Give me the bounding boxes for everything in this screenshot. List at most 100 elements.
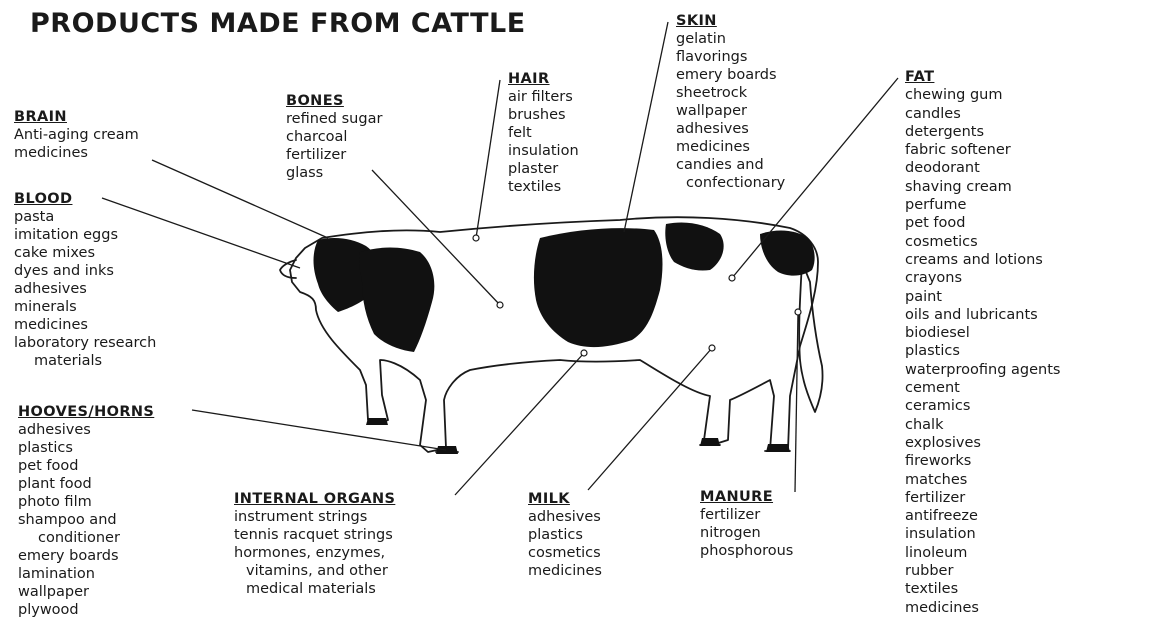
list-item: sheetrock: [676, 84, 785, 102]
list-item: flavorings: [676, 48, 785, 66]
list-item: hormones, enzymes,: [234, 544, 395, 562]
pointer-skin: [624, 22, 668, 232]
list-item: adhesives: [676, 120, 785, 138]
group-heading: BRAIN: [14, 108, 139, 126]
group-bones: BONES refined sugar charcoal fertilizer …: [286, 92, 382, 182]
list-item: cement: [905, 379, 1060, 397]
list-item: medicines: [528, 562, 602, 580]
group-internal-organs: INTERNAL ORGANS instrument strings tenni…: [234, 490, 395, 598]
group-blood: BLOOD pasta imitation eggs cake mixes dy…: [14, 190, 156, 370]
group-heading: MANURE: [700, 488, 793, 506]
group-skin: SKIN gelatin flavorings emery boards she…: [676, 12, 785, 192]
list-item: creams and lotions: [905, 251, 1060, 269]
list-item: waterproofing agents: [905, 361, 1060, 379]
list-item: textiles: [508, 178, 579, 196]
cow-spot-rump: [760, 231, 815, 276]
list-item: adhesives: [528, 508, 602, 526]
list-item: imitation eggs: [14, 226, 156, 244]
cow-spot-back: [665, 222, 723, 270]
list-item: pasta: [14, 208, 156, 226]
group-heading: BONES: [286, 92, 382, 110]
group-heading: SKIN: [676, 12, 785, 30]
list-item: pet food: [18, 457, 154, 475]
pointer-milk: [588, 348, 712, 490]
list-item: medicines: [14, 316, 156, 334]
list-item: detergents: [905, 123, 1060, 141]
list-item: dyes and inks: [14, 262, 156, 280]
pointer-hair: [476, 80, 500, 238]
list-item: plastics: [905, 342, 1060, 360]
list-item: shampoo and: [18, 511, 154, 529]
list-item: deodorant: [905, 159, 1060, 177]
list-item: adhesives: [18, 421, 154, 439]
list-item: rubber: [905, 562, 1060, 580]
list-item: matches: [905, 471, 1060, 489]
list-item: chalk: [905, 416, 1060, 434]
list-item: brushes: [508, 106, 579, 124]
list-item: insulation: [905, 525, 1060, 543]
cow-spot-shoulder: [359, 248, 434, 353]
list-item: gelatin: [676, 30, 785, 48]
list-item: explosives: [905, 434, 1060, 452]
list-item: phosphorous: [700, 542, 793, 560]
list-item: wallpaper: [676, 102, 785, 120]
list-item: air filters: [508, 88, 579, 106]
list-item: minerals: [14, 298, 156, 316]
list-item: antifreeze: [905, 507, 1060, 525]
pointer-hooves: [192, 410, 446, 450]
list-item: biodiesel: [905, 324, 1060, 342]
list-item: textiles: [905, 580, 1060, 598]
group-manure: MANURE fertilizer nitrogen phosphorous: [700, 488, 793, 560]
group-hooves-horns: HOOVES/HORNS adhesives plastics pet food…: [18, 403, 154, 619]
list-item: medicines: [676, 138, 785, 156]
list-item: perfume: [905, 196, 1060, 214]
list-item: refined sugar: [286, 110, 382, 128]
list-item: linoleum: [905, 544, 1060, 562]
list-item: pet food: [905, 214, 1060, 232]
list-item: conditioner: [18, 529, 154, 547]
list-item: candles: [905, 105, 1060, 123]
list-item: wallpaper: [18, 583, 154, 601]
list-item: cosmetics: [905, 233, 1060, 251]
list-item: chewing gum: [905, 86, 1060, 104]
group-heading: MILK: [528, 490, 602, 508]
list-item: vitamins, and other: [234, 562, 395, 580]
list-item: lamination: [18, 565, 154, 583]
list-item: nitrogen: [700, 524, 793, 542]
list-item: candies and: [676, 156, 785, 174]
group-heading: BLOOD: [14, 190, 156, 208]
pointer-manure: [795, 312, 798, 492]
list-item: fertilizer: [286, 146, 382, 164]
list-item: plant food: [18, 475, 154, 493]
list-item: medicines: [905, 599, 1060, 617]
list-item: instrument strings: [234, 508, 395, 526]
group-heading: HAIR: [508, 70, 579, 88]
list-item: medicines: [14, 144, 139, 162]
group-heading: INTERNAL ORGANS: [234, 490, 395, 508]
list-item: glass: [286, 164, 382, 182]
list-item: tennis racquet strings: [234, 526, 395, 544]
list-item: emery boards: [18, 547, 154, 565]
group-hair: HAIR air filters brushes felt insulation…: [508, 70, 579, 196]
list-item: fertilizer: [700, 506, 793, 524]
cow-hoof: [436, 446, 458, 454]
list-item: ceramics: [905, 397, 1060, 415]
group-milk: MILK adhesives plastics cosmetics medici…: [528, 490, 602, 580]
list-item: cake mixes: [14, 244, 156, 262]
list-item: Anti-aging cream: [14, 126, 139, 144]
list-item: felt: [508, 124, 579, 142]
list-item: insulation: [508, 142, 579, 160]
list-item: adhesives: [14, 280, 156, 298]
group-heading: FAT: [905, 68, 1060, 86]
list-item: plastics: [528, 526, 602, 544]
list-item: fireworks: [905, 452, 1060, 470]
list-item: plaster: [508, 160, 579, 178]
list-item: materials: [14, 352, 156, 370]
list-item: paint: [905, 288, 1060, 306]
list-item: medical materials: [234, 580, 395, 598]
list-item: plywood: [18, 601, 154, 619]
group-heading: HOOVES/HORNS: [18, 403, 154, 421]
group-brain: BRAIN Anti-aging cream medicines: [14, 108, 139, 162]
list-item: shaving cream: [905, 178, 1060, 196]
list-item: laboratory research: [14, 334, 156, 352]
